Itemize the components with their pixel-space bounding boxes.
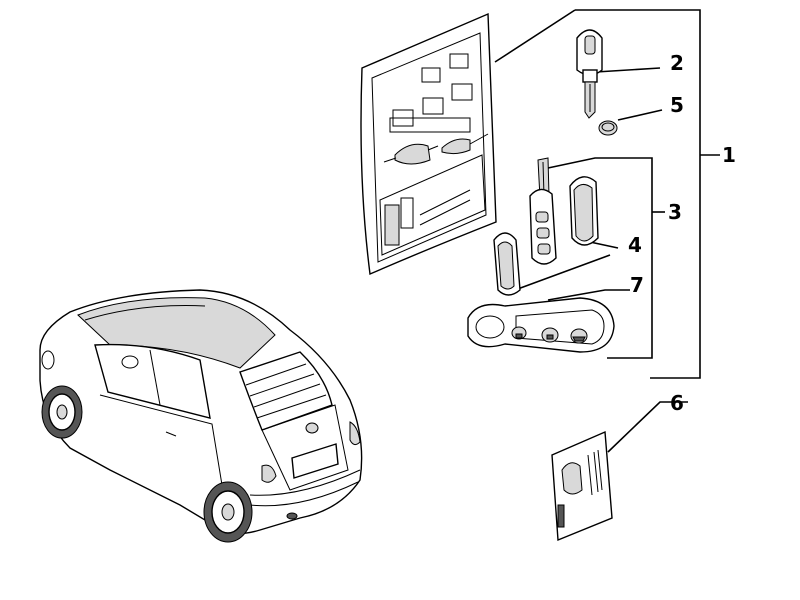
rear-wheel: [203, 481, 253, 543]
code-card: [551, 430, 613, 542]
callout-3: 3: [668, 200, 682, 224]
callout-5: 5: [670, 93, 684, 117]
rear-window-lines: [245, 363, 327, 419]
cover-shell-left: [493, 232, 521, 296]
cover-shell-right: [569, 176, 599, 246]
mechanical-key: [576, 29, 603, 119]
front-wheel: [41, 385, 83, 439]
remote-key-fob: [529, 157, 557, 265]
callout-6: 6: [670, 391, 684, 415]
callout-4: 4: [628, 233, 642, 257]
board-key-right: [441, 133, 489, 155]
leader-lines: [494, 9, 720, 453]
callout-7: 7: [630, 273, 644, 297]
key-display-board: [360, 12, 497, 276]
callout-2: 2: [670, 51, 684, 75]
callout-1: 1: [722, 143, 736, 167]
battery-coin: [598, 120, 618, 136]
car-illustration: [39, 289, 363, 543]
key-fob-case: [467, 297, 615, 353]
board-key-left: [383, 143, 439, 165]
